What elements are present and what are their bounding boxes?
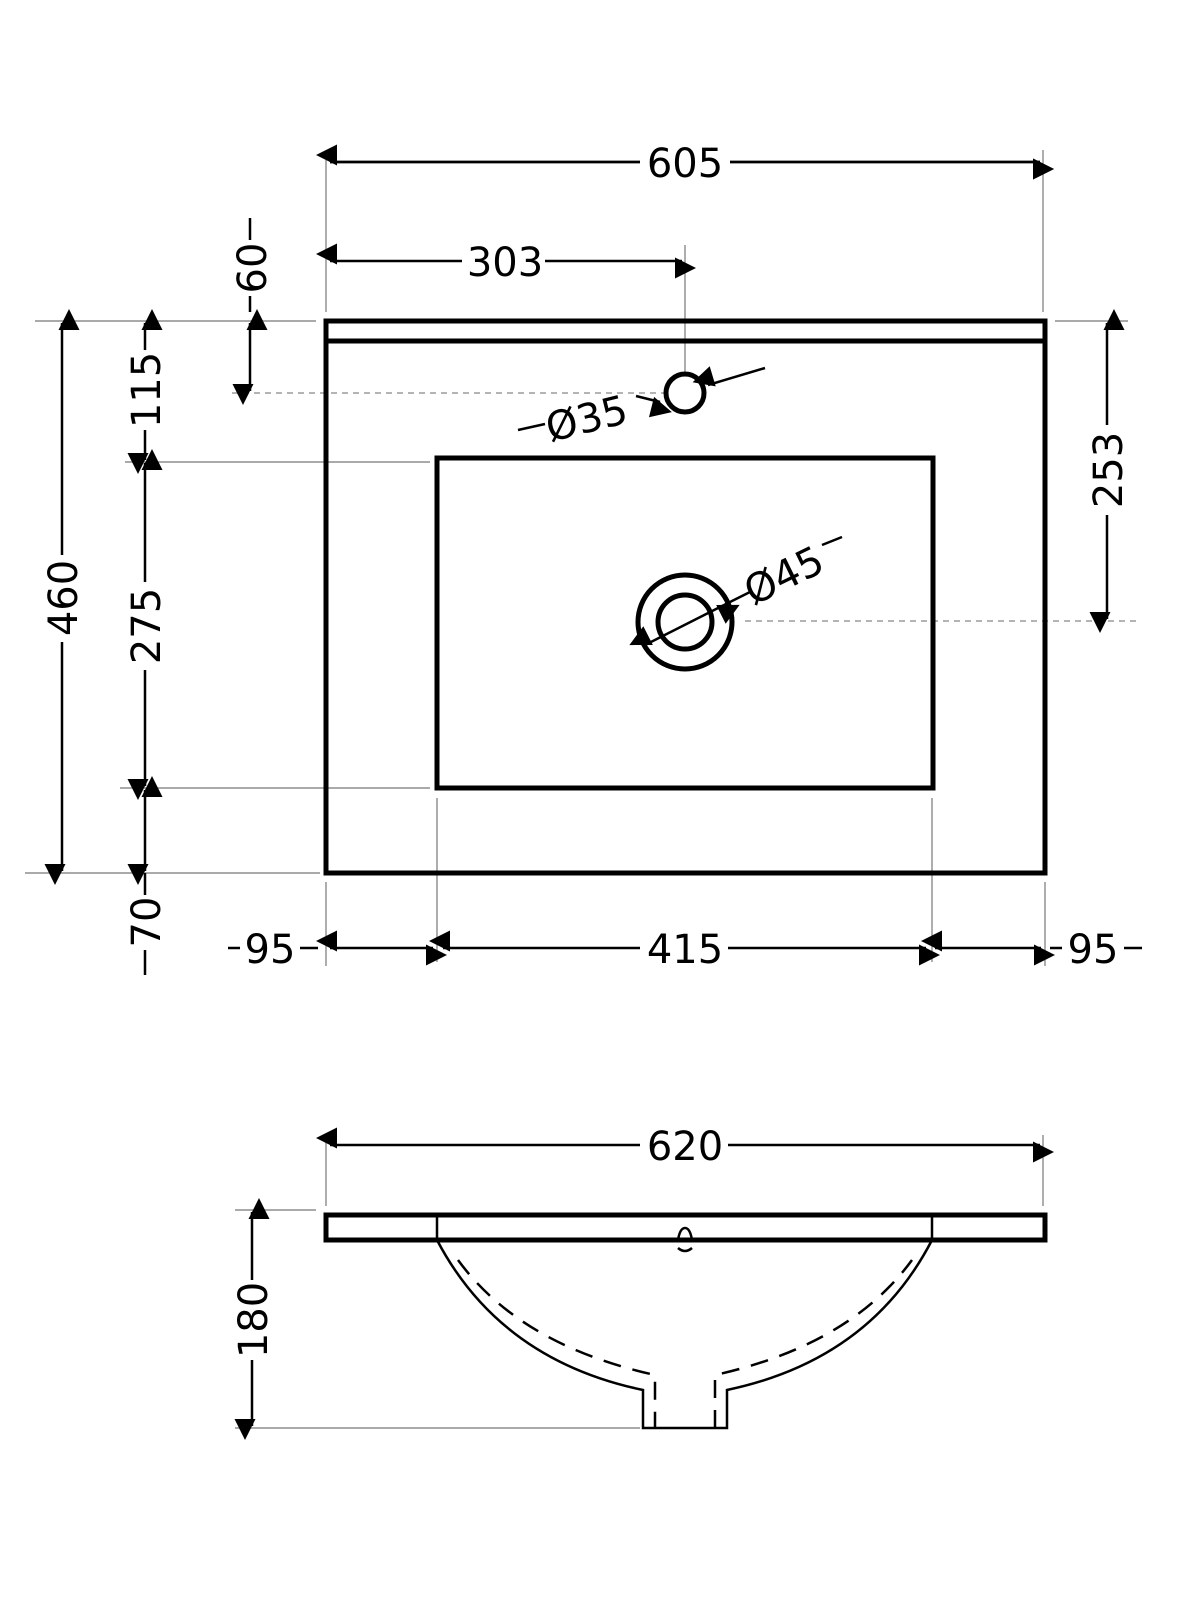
bowl-profile <box>435 1239 934 1430</box>
basin-bowl-outline <box>434 455 936 791</box>
dim-tap-from-back: 60 <box>230 243 276 294</box>
dimension-arrows <box>44 162 1142 1440</box>
dim-tap-offset: 303 <box>467 240 543 286</box>
dim-waste-diameter: Ø45 <box>737 538 831 615</box>
waste-inner <box>655 592 715 652</box>
dim-side-height: 180 <box>231 1282 277 1358</box>
dim-tap-hole-diameter: Ø35 <box>541 387 632 452</box>
top-view <box>323 318 1048 876</box>
dim-basin-depth: 275 <box>124 588 170 664</box>
dimension-labels: 605 303 60 460 115 275 70 253 95 415 95 … <box>41 141 1132 1358</box>
countertop-outline <box>323 318 1048 876</box>
tap-hole <box>663 371 707 415</box>
dim-side-width: 620 <box>647 1124 723 1170</box>
side-slab <box>323 1212 1048 1243</box>
dim-right-margin: 95 <box>1068 927 1119 973</box>
dim-overall-depth: 460 <box>41 560 87 636</box>
side-view <box>323 1212 1048 1430</box>
dim-left-margin: 95 <box>245 927 296 973</box>
dim-basin-width: 415 <box>647 927 723 973</box>
dim-front-margin: 70 <box>124 897 170 948</box>
dim-back-margin: 115 <box>124 352 170 428</box>
reference-lines <box>25 150 1140 1429</box>
bowl-inner-hidden <box>456 1259 914 1428</box>
waste-outer <box>635 572 735 672</box>
dim-waste-from-back: 253 <box>1086 432 1132 508</box>
dim-overall-width: 605 <box>647 141 723 187</box>
